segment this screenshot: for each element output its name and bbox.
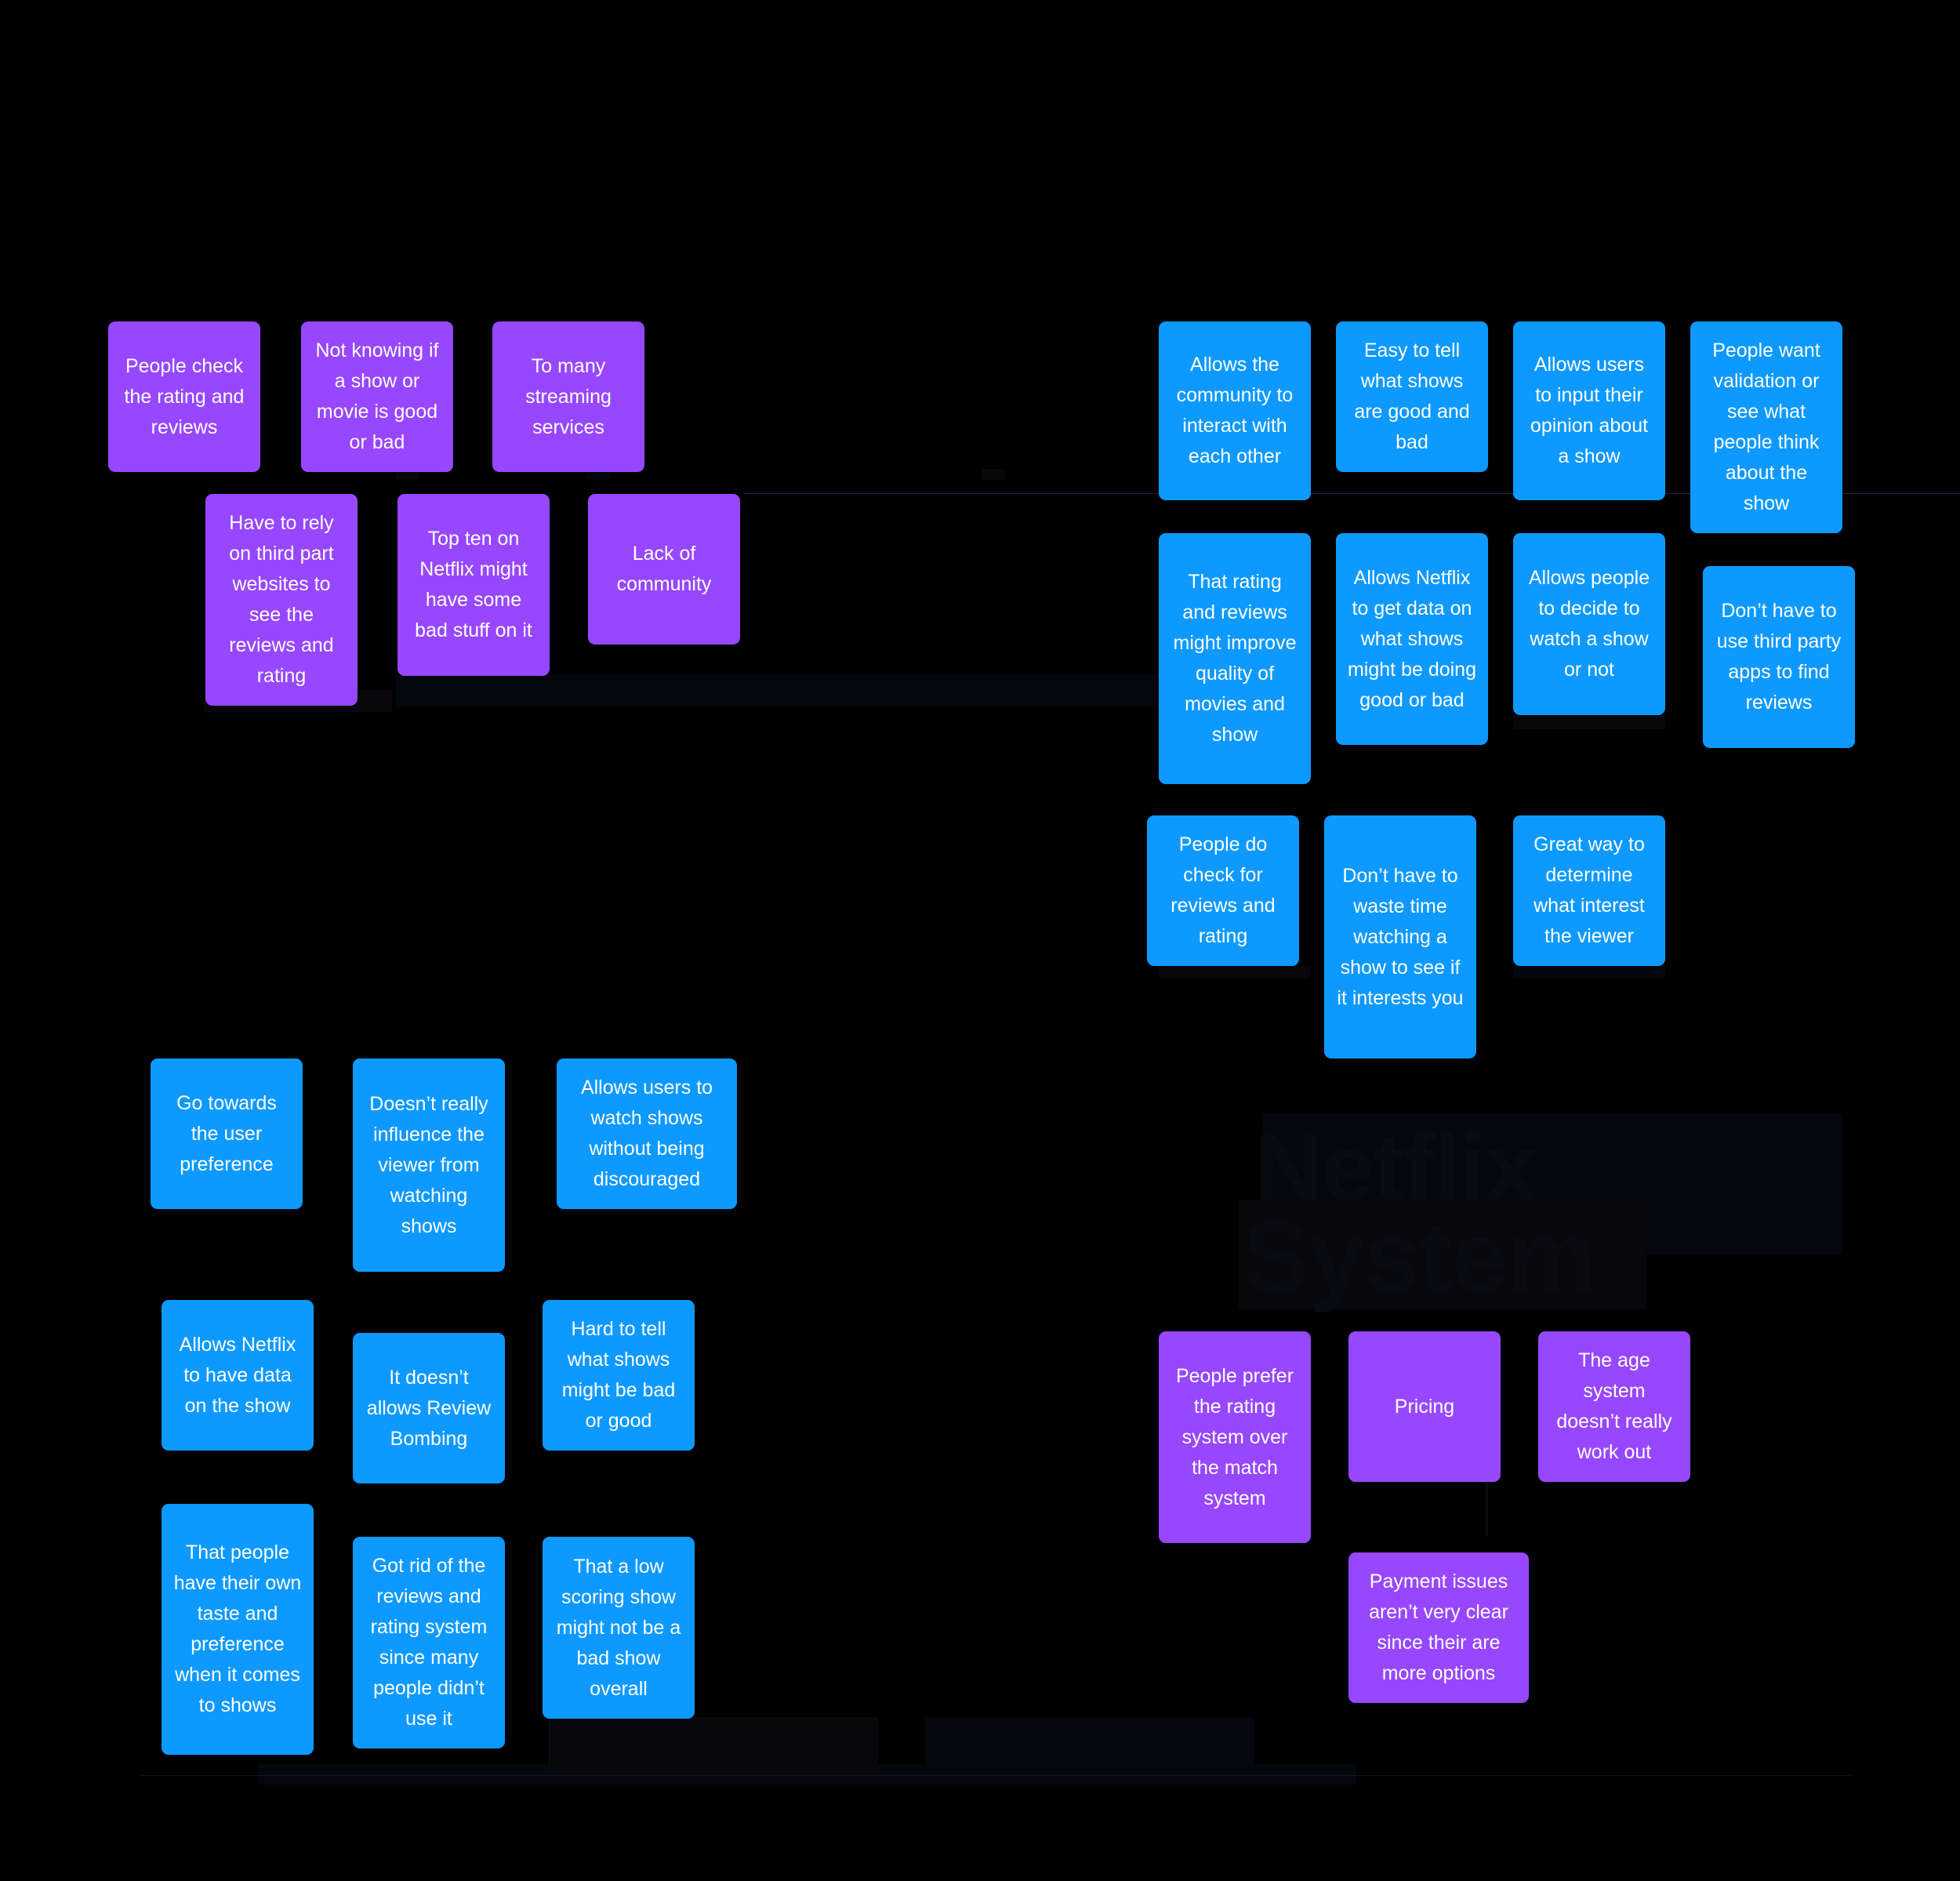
sticky-note[interactable]: That rating and reviews might improve qu…: [1159, 533, 1311, 784]
sticky-note-text: Hard to tell what shows might be bad or …: [561, 1318, 676, 1432]
background-artifact: [1159, 966, 1311, 979]
sticky-note-text: Allows users to watch shows without bein…: [580, 1077, 713, 1190]
sticky-note[interactable]: Top ten on Netflix might have some bad s…: [397, 494, 550, 676]
sticky-note[interactable]: Payment issues aren’t very clear since t…: [1348, 1552, 1529, 1703]
sticky-note-text: Pricing: [1394, 1395, 1455, 1418]
background-artifact: [982, 469, 1005, 480]
background-artifact: [1513, 966, 1665, 979]
sticky-note[interactable]: To many streaming services: [492, 321, 644, 472]
sticky-note[interactable]: Don’t have to use third party apps to fi…: [1703, 566, 1855, 748]
background-artifact: [1239, 1200, 1646, 1309]
sticky-note[interactable]: People want validation or see what peopl…: [1690, 321, 1842, 533]
sticky-note-text: That a low scoring show might not be a b…: [556, 1555, 681, 1700]
background-artifact: [1513, 715, 1665, 729]
sticky-note[interactable]: Don’t have to waste time watching a show…: [1324, 815, 1476, 1059]
faint-divider-line-top: [745, 493, 1960, 494]
sticky-note[interactable]: People prefer the rating system over the…: [1159, 1331, 1311, 1543]
sticky-note[interactable]: Got rid of the reviews and rating system…: [353, 1537, 505, 1748]
background-artifact: [549, 1717, 878, 1772]
sticky-note-text: Doesn’t really influence the viewer from…: [369, 1092, 488, 1237]
sticky-note-text: Allows the community to interact with ea…: [1176, 354, 1294, 467]
sticky-note-text: Lack of community: [616, 543, 712, 595]
sticky-note-text: Allows Netflix to get data on what shows…: [1347, 566, 1476, 711]
sticky-note[interactable]: People do check for reviews and rating: [1147, 815, 1299, 966]
sticky-note-text: People prefer the rating system over the…: [1175, 1364, 1294, 1509]
sticky-note[interactable]: Doesn’t really influence the viewer from…: [353, 1059, 505, 1272]
sticky-note-text: People check the rating and reviews: [124, 354, 245, 438]
sticky-note[interactable]: Allows users to input their opinion abou…: [1513, 321, 1665, 500]
sticky-note[interactable]: Allows the community to interact with ea…: [1159, 321, 1311, 500]
sticky-note[interactable]: People check the rating and reviews: [108, 321, 260, 472]
sticky-note-text: It doesn’t allows Review Bombing: [366, 1366, 492, 1450]
sticky-note-text: That rating and reviews might improve qu…: [1173, 571, 1297, 746]
sticky-note[interactable]: Allows people to decide to watch a show …: [1513, 533, 1665, 715]
ghost-text-netflix: Netflix: [1254, 1115, 1537, 1220]
sticky-note[interactable]: Have to rely on third part websites to s…: [205, 494, 358, 706]
sticky-note[interactable]: Allows Netflix to get data on what shows…: [1336, 533, 1488, 745]
sticky-note-text: Great way to determine what interest the…: [1534, 833, 1645, 947]
sticky-note[interactable]: Lack of community: [588, 494, 740, 645]
sticky-note-text: Don’t have to use third party apps to fi…: [1716, 600, 1842, 714]
sticky-note-text: Go towards the user preference: [176, 1091, 277, 1175]
sticky-note[interactable]: Not knowing if a show or movie is good o…: [301, 321, 453, 472]
sticky-note-text: People want validation or see what peopl…: [1712, 340, 1820, 514]
sticky-note[interactable]: The age system doesn’t really work out: [1538, 1331, 1690, 1482]
sticky-note-text: The age system doesn’t really work out: [1556, 1349, 1672, 1463]
sticky-note[interactable]: That a low scoring show might not be a b…: [543, 1537, 695, 1719]
sticky-note[interactable]: Allows users to watch shows without bein…: [557, 1059, 737, 1209]
sticky-note[interactable]: Great way to determine what interest the…: [1513, 815, 1665, 966]
background-artifact: [925, 1717, 1254, 1772]
faint-divider-line-bottom: [141, 1775, 1850, 1776]
ghost-text-system: System: [1243, 1201, 1595, 1313]
sticky-note[interactable]: That people have their own taste and pre…: [162, 1504, 314, 1755]
sticky-note-text: Allows Netflix to have data on the show: [179, 1333, 296, 1417]
sticky-note-text: Got rid of the reviews and rating system…: [370, 1555, 488, 1730]
sticky-note-text: Not knowing if a show or movie is good o…: [315, 340, 439, 453]
sticky-note-text: Top ten on Netflix might have some bad s…: [415, 528, 532, 641]
sticky-note[interactable]: It doesn’t allows Review Bombing: [353, 1333, 505, 1483]
sticky-note-text: Have to rely on third part websites to s…: [229, 512, 334, 687]
sticky-note-text: To many streaming services: [525, 354, 612, 438]
sticky-note-text: That people have their own taste and pre…: [173, 1541, 302, 1716]
sticky-note-text: Easy to tell what shows are good and bad: [1354, 340, 1470, 453]
background-artifact: [396, 674, 1188, 707]
sticky-note-text: People do check for reviews and rating: [1171, 833, 1276, 947]
sticky-note[interactable]: Allows Netflix to have data on the show: [162, 1300, 314, 1451]
faint-vertical-line-2: [549, 1717, 550, 1772]
sticky-note[interactable]: Pricing: [1348, 1331, 1501, 1482]
sticky-note-text: Allows users to input their opinion abou…: [1530, 354, 1649, 467]
sticky-note-text: Allows people to decide to watch a show …: [1528, 567, 1650, 681]
sticky-note-text: Payment issues aren’t very clear since t…: [1369, 1571, 1508, 1684]
sticky-note-text: Don’t have to waste time watching a show…: [1337, 864, 1464, 1009]
sticky-note[interactable]: Hard to tell what shows might be bad or …: [543, 1300, 695, 1451]
faint-vertical-line: [1486, 1482, 1487, 1537]
sticky-note[interactable]: Easy to tell what shows are good and bad: [1336, 321, 1488, 472]
sticky-note[interactable]: Go towards the user preference: [151, 1059, 303, 1209]
